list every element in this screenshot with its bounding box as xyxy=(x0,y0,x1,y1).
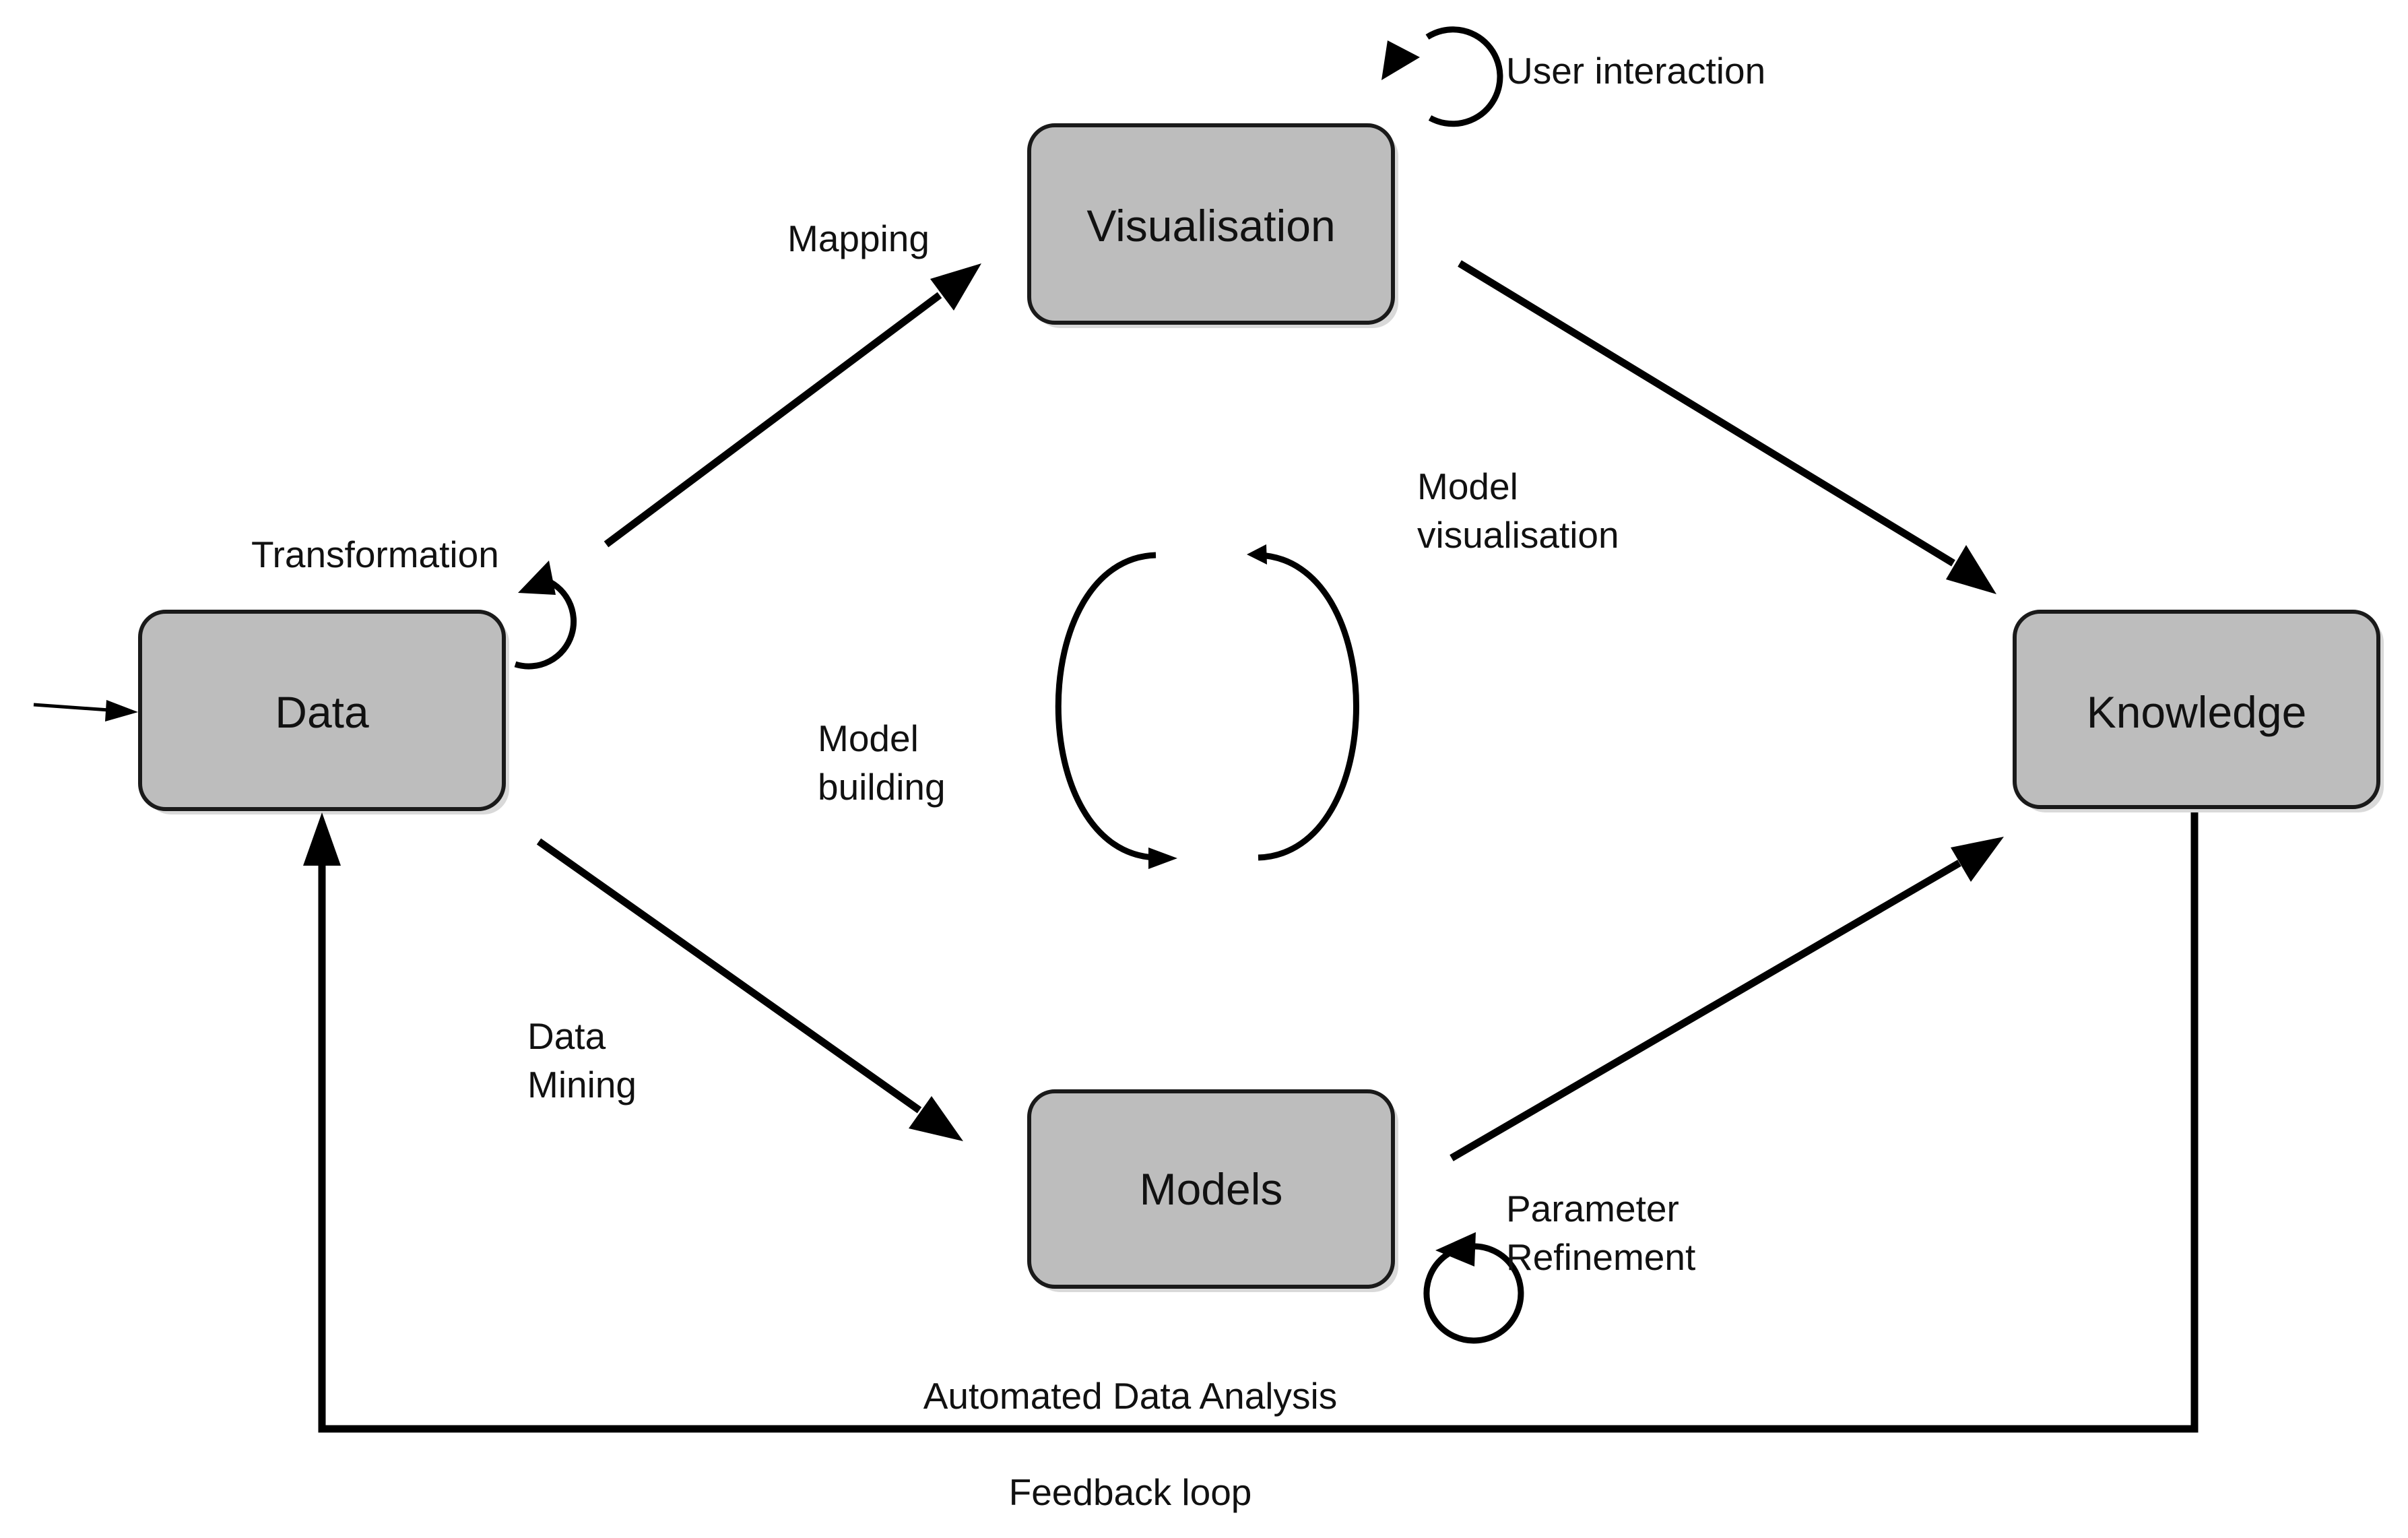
label-mapping: Mapping xyxy=(787,218,930,259)
loop-transformation xyxy=(514,560,577,670)
label-data-mining-line1: Data xyxy=(527,1015,606,1057)
label-data-mining-line2: Mining xyxy=(527,1064,637,1106)
cycle-arc-model-building xyxy=(1055,552,1157,861)
edge-input xyxy=(33,700,138,722)
edge-visualisation-knowledge xyxy=(1458,260,1996,594)
node-visualisation-label: Visualisation xyxy=(1086,201,1335,251)
label-model-building-line2: building xyxy=(818,766,946,808)
label-transformation: Transformation xyxy=(251,534,499,575)
label-feedback-loop: Feedback loop xyxy=(1009,1471,1252,1513)
loop-user-interaction xyxy=(1381,26,1503,127)
label-parameter-refinement-line2: Refinement xyxy=(1506,1236,1695,1278)
cycle-arc-model-visualisation xyxy=(1258,552,1359,861)
edge-mapping xyxy=(604,263,981,548)
node-knowledge: Knowledge xyxy=(2013,610,2384,812)
node-knowledge-label: Knowledge xyxy=(2087,687,2307,737)
label-automated-data-analysis: Automated Data Analysis xyxy=(923,1375,1338,1417)
label-model-building-line1: Model xyxy=(818,717,919,759)
edge-feedback-loop xyxy=(303,812,2199,1433)
label-model-visualisation-line1: Model xyxy=(1417,466,1518,507)
node-visualisation: Visualisation xyxy=(1027,123,1398,328)
label-user-interaction: User interaction xyxy=(1506,50,1765,92)
node-data-label: Data xyxy=(275,687,369,737)
label-model-visualisation-line2: visualisation xyxy=(1417,514,1619,556)
cycle-model xyxy=(1055,544,1359,869)
loop-parameter-refinement xyxy=(1423,1232,1524,1344)
node-models-label: Models xyxy=(1140,1164,1283,1214)
edge-data-mining xyxy=(536,838,963,1141)
node-models: Models xyxy=(1027,1089,1398,1292)
label-parameter-refinement-line1: Parameter xyxy=(1506,1188,1679,1229)
node-data: Data xyxy=(138,610,509,814)
edge-models-knowledge xyxy=(1450,837,2004,1161)
